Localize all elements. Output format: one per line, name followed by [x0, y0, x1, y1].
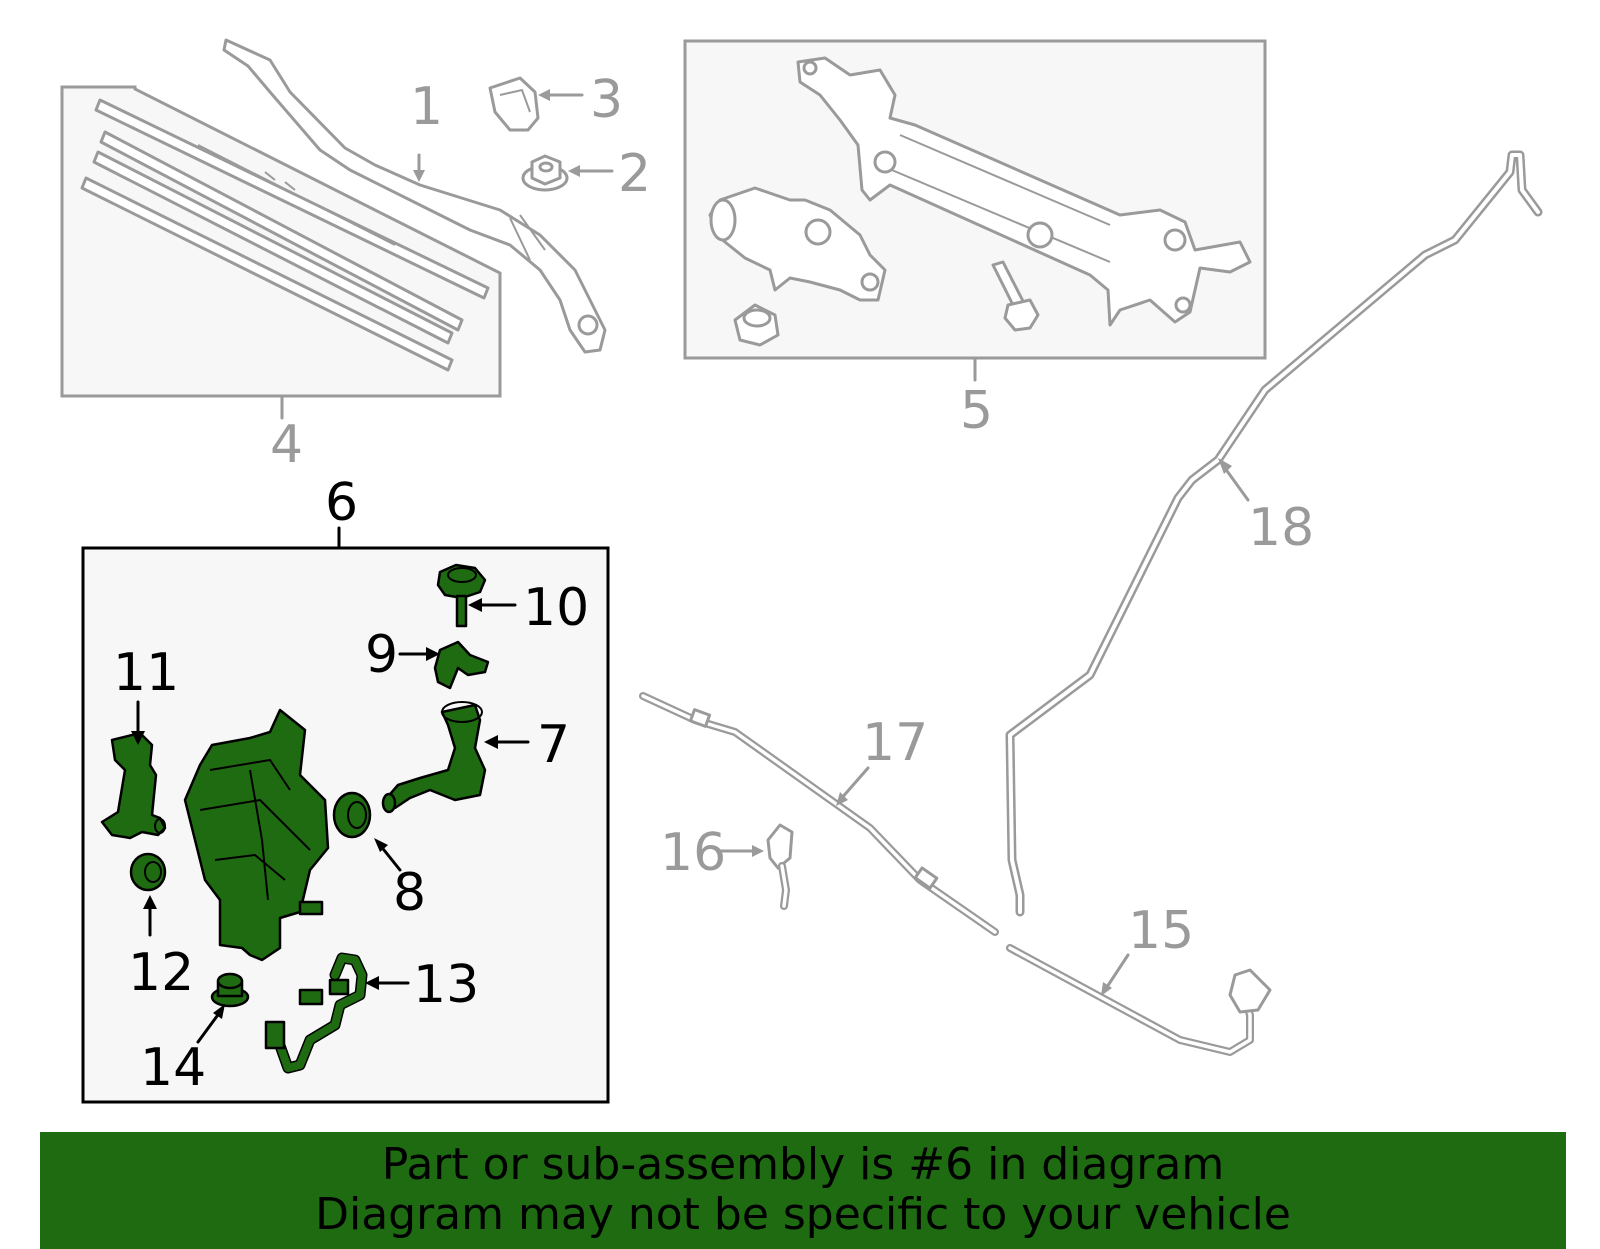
washer-pump-part [100, 731, 167, 840]
banner-disclaimer: Diagram may not be specific to your vehi… [315, 1189, 1291, 1240]
callout-18: 18 [1248, 498, 1314, 558]
callout-9: 9 [365, 625, 398, 685]
reservoir-hose-set-part [264, 952, 368, 1074]
pump-grommet-part [129, 852, 167, 892]
callout-16: 16 [660, 823, 726, 883]
linkage-part [796, 56, 1252, 327]
linkage-bolt-part [991, 260, 1040, 332]
neck-grommet-part [332, 791, 372, 839]
callout-1: 1 [410, 77, 443, 137]
wiper-blade-part [80, 98, 490, 372]
callout-14: 14 [140, 1038, 206, 1098]
callout-2: 2 [618, 144, 651, 204]
washer-hose-15-part [1006, 944, 1272, 1056]
nut-part [521, 154, 569, 192]
washer-reservoir-tank-part [183, 708, 330, 962]
banner-highlight-note: Part or sub-assembly is #6 in diagram [381, 1139, 1225, 1190]
callout-4: 4 [270, 415, 303, 475]
callout-7: 7 [537, 715, 570, 775]
callout-15: 15 [1128, 901, 1194, 961]
wiper-motor-part [708, 186, 887, 302]
callout-3: 3 [590, 70, 623, 130]
grommet-part [733, 303, 780, 347]
callout-12: 12 [128, 943, 194, 1003]
washer-nozzle-part [766, 823, 794, 910]
wiper-arm-part [222, 38, 607, 354]
callout-5: 5 [960, 381, 993, 441]
washer-reservoir-box: 10 9 7 8 [81, 546, 610, 1104]
callout-10: 10 [523, 578, 589, 638]
filler-neck-part [381, 701, 487, 814]
callout-13: 13 [413, 955, 479, 1015]
callout-11: 11 [113, 643, 179, 703]
washer-hose-17-part [639, 692, 999, 936]
wiper-blade-box [60, 85, 502, 398]
callout-6: 6 [325, 473, 358, 533]
washer-hose-18-part [1005, 150, 1543, 917]
reservoir-cap-part [436, 563, 487, 628]
callout-8: 8 [393, 863, 426, 923]
arm-cap-part [488, 76, 540, 132]
wiper-linkage-box [683, 39, 1267, 360]
filler-clamp-part [433, 640, 490, 690]
callout-17: 17 [862, 713, 928, 773]
level-sensor-part [210, 972, 250, 1008]
info-banner: Part or sub-assembly is #6 in diagram Di… [40, 1132, 1566, 1249]
